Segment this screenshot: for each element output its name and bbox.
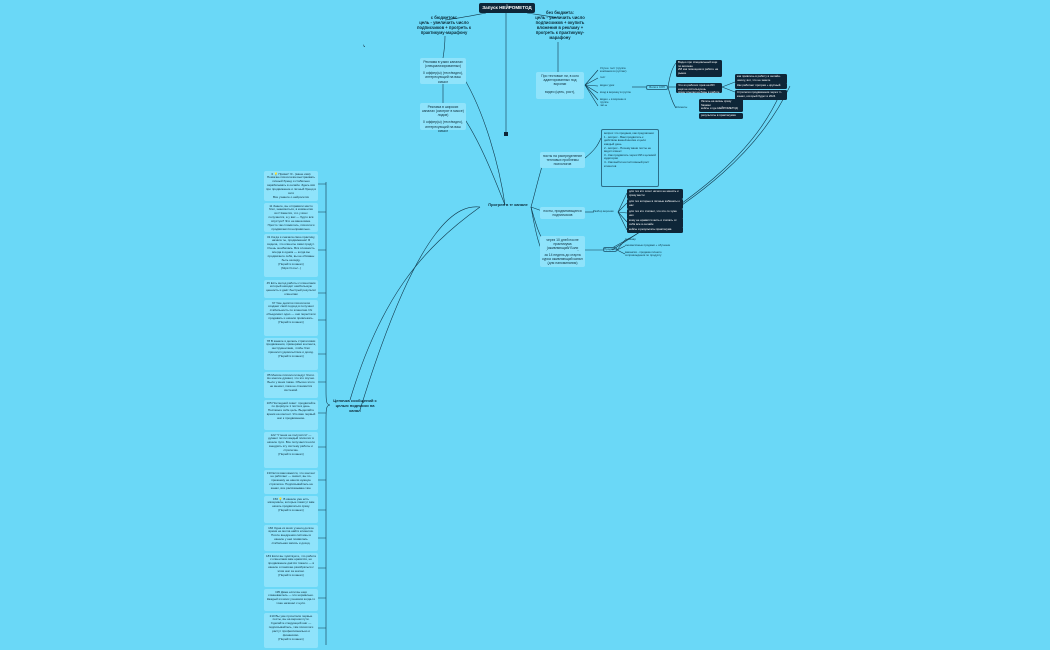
dev-dark-1[interactable]: для тех которые в личные кабинеты о нас [627,199,683,209]
branch-without-budget[interactable]: без бюджета: цель - увеличить число подп… [535,10,585,41]
chain-item-13[interactable]: 195 Даже если вы ещё сомневаетесь — это … [264,589,318,611]
chain-item-0[interactable]: 0 💡 Привет! Я - (ваше имя) Помогаю психо… [264,171,318,201]
sales-label[interactable]: Продажи [603,247,617,253]
chain-item-12[interactable]: 183 Если вы чувствуете, что работа с кли… [264,553,318,587]
posts-dev-node[interactable]: посты, продвигающиеся подписчиков [540,207,585,219]
ads-wide-channels[interactable]: Реклама в широких каналах (смотрят в мас… [420,103,466,133]
dev-dark-2[interactable]: для тех кто считает, что кто-то хуже них [627,209,683,219]
progrev-node[interactable]: Прогрев в тг канале [488,202,528,207]
dark-mid-0: Что из рабочих пров на ИИ ещё не использ… [678,83,715,91]
dark-client-2[interactable]: результаты в практикумах [699,113,743,119]
chain-item-7[interactable]: 105 Последний совет: продвигайте по форм… [264,400,318,430]
right-leaf-0[interactable]: Улучш. тест (группа компании в группах) [600,66,627,74]
chain-item-14[interactable]: 210 Вы уже прочитали первые посты, вы на… [264,613,318,648]
right-funnel-node[interactable]: Про тестовые ли, в кого адаптированных п… [536,72,584,99]
dark-client-1[interactable]: кейсы и где НЕЙРОМЕТОД [699,106,743,112]
right-leaf-1[interactable]: тест [600,75,606,79]
ads-narrow-offer: 0 оффер(ы) (тест/видео), интересующий на… [423,71,463,84]
branch-with-budget[interactable]: с бюджетом: цель - увеличить число подпи… [416,15,472,36]
dark-mid[interactable]: Что из рабочих пров на ИИ ещё не использ… [676,83,722,95]
ads-narrow-channels[interactable]: Реклама в узких каналах (специализирован… [420,58,466,84]
posts-note-box: вопрос что продаем, как предлагаем: 1 - … [601,129,659,187]
ads-wide-offer: 0 оффер(ы) (тест/видео), интересующий на… [423,120,463,133]
ads-narrow-title: Реклама в узких каналах (специализирован… [423,59,463,68]
right-leaf-5[interactable]: чат-ы [600,103,608,107]
posts-warm-node-2[interactable]: за 14 недель до старта курса оживляющий … [540,251,585,267]
client-label[interactable]: Клиенты [676,105,688,109]
right-leaf-4[interactable]: видео + в воронке в группе [600,97,626,105]
right-leaf-2[interactable]: видео урок [600,83,615,87]
chain-item-6[interactable]: 85 Многие психологи ведут блоги. Но мног… [264,372,318,398]
right-leaf-3[interactable]: вход в воронку в группе [600,90,631,94]
dark-client-0[interactable]: Увлечь на жизнь сразу базами [699,99,743,109]
pain-label[interactable]: Боли и СЛЛ [646,85,668,91]
chain-item-1[interactable]: 11 Знаете, вы отправили место блог, знак… [264,203,318,232]
chain-item-3[interactable]: 45 Есть метод работы с клиентами который… [264,280,318,298]
posts-dev-mid[interactable]: Разбор воронки [593,209,614,213]
dark-mid-1: сразу ссылки на базы в работе [678,90,720,95]
chain-item-11[interactable]: 166 Одна из моих учениц долгое время не … [264,525,318,551]
chain-item-10[interactable]: 150 💡 В канале уже есть материалы, котор… [264,496,318,523]
dark-top-1[interactable]: ИИ как помощник в работе на рынке [676,67,722,77]
dark-right-0[interactable]: как привлечь в работу в онлайн-школу, во… [735,74,787,84]
dark-top-0[interactable]: Видео про специальный ищи по воронке [676,60,722,70]
posts-pain-node[interactable]: посты на распределение тепловых проблемы… [540,152,585,168]
sales-leaf-2[interactable]: вакансия - продажа личного сопровождения… [625,250,662,258]
chain-title[interactable]: Цепочка сообщений с целью подписки на ка… [333,398,377,413]
dev-dark-0[interactable]: для тех кто хочет ничего не менять и сра… [627,189,683,199]
chain-item-5[interactable]: 78 В канале я делюсь стратегиями продвиж… [264,338,318,370]
sales-leaf-0[interactable]: вебинар [625,237,636,241]
chain-item-9[interactable]: 133 Если вам кажется, что контент не раб… [264,470,318,494]
sales-leaf-1[interactable]: ежемесячные продажи + обучение [625,243,671,247]
dark-right-1[interactable]: Как работает прогрев + крупный [735,83,787,89]
dev-dark-4[interactable]: кейсы и результаты практикума [627,227,683,233]
cursor-icon [363,44,365,47]
root-node[interactable]: Запуск НЕЙРОМЕТОД [479,3,535,13]
right-funnel-sub: видео (цель, рост), [545,90,575,95]
endpoint-marker [504,132,508,136]
dev-dark-3[interactable]: кому не нравится жить и считать от себя … [627,218,683,228]
dark-right-2[interactable]: Стратегия продвижения через тг-канал, ко… [735,90,787,100]
chain-item-4[interactable]: 67 Уже десятки психологов создают свой п… [264,300,318,336]
right-funnel-title: Про тестовые ли, в кого адаптированных п… [541,73,579,87]
chain-item-8[interactable]: 122 "У меня не получится" — думает почти… [264,432,318,468]
ads-wide-title: Реклама в широких каналах (смотрят в мас… [422,104,464,118]
chain-item-2[interactable]: 31 Когда я сначала свою практику, начала… [264,234,318,277]
